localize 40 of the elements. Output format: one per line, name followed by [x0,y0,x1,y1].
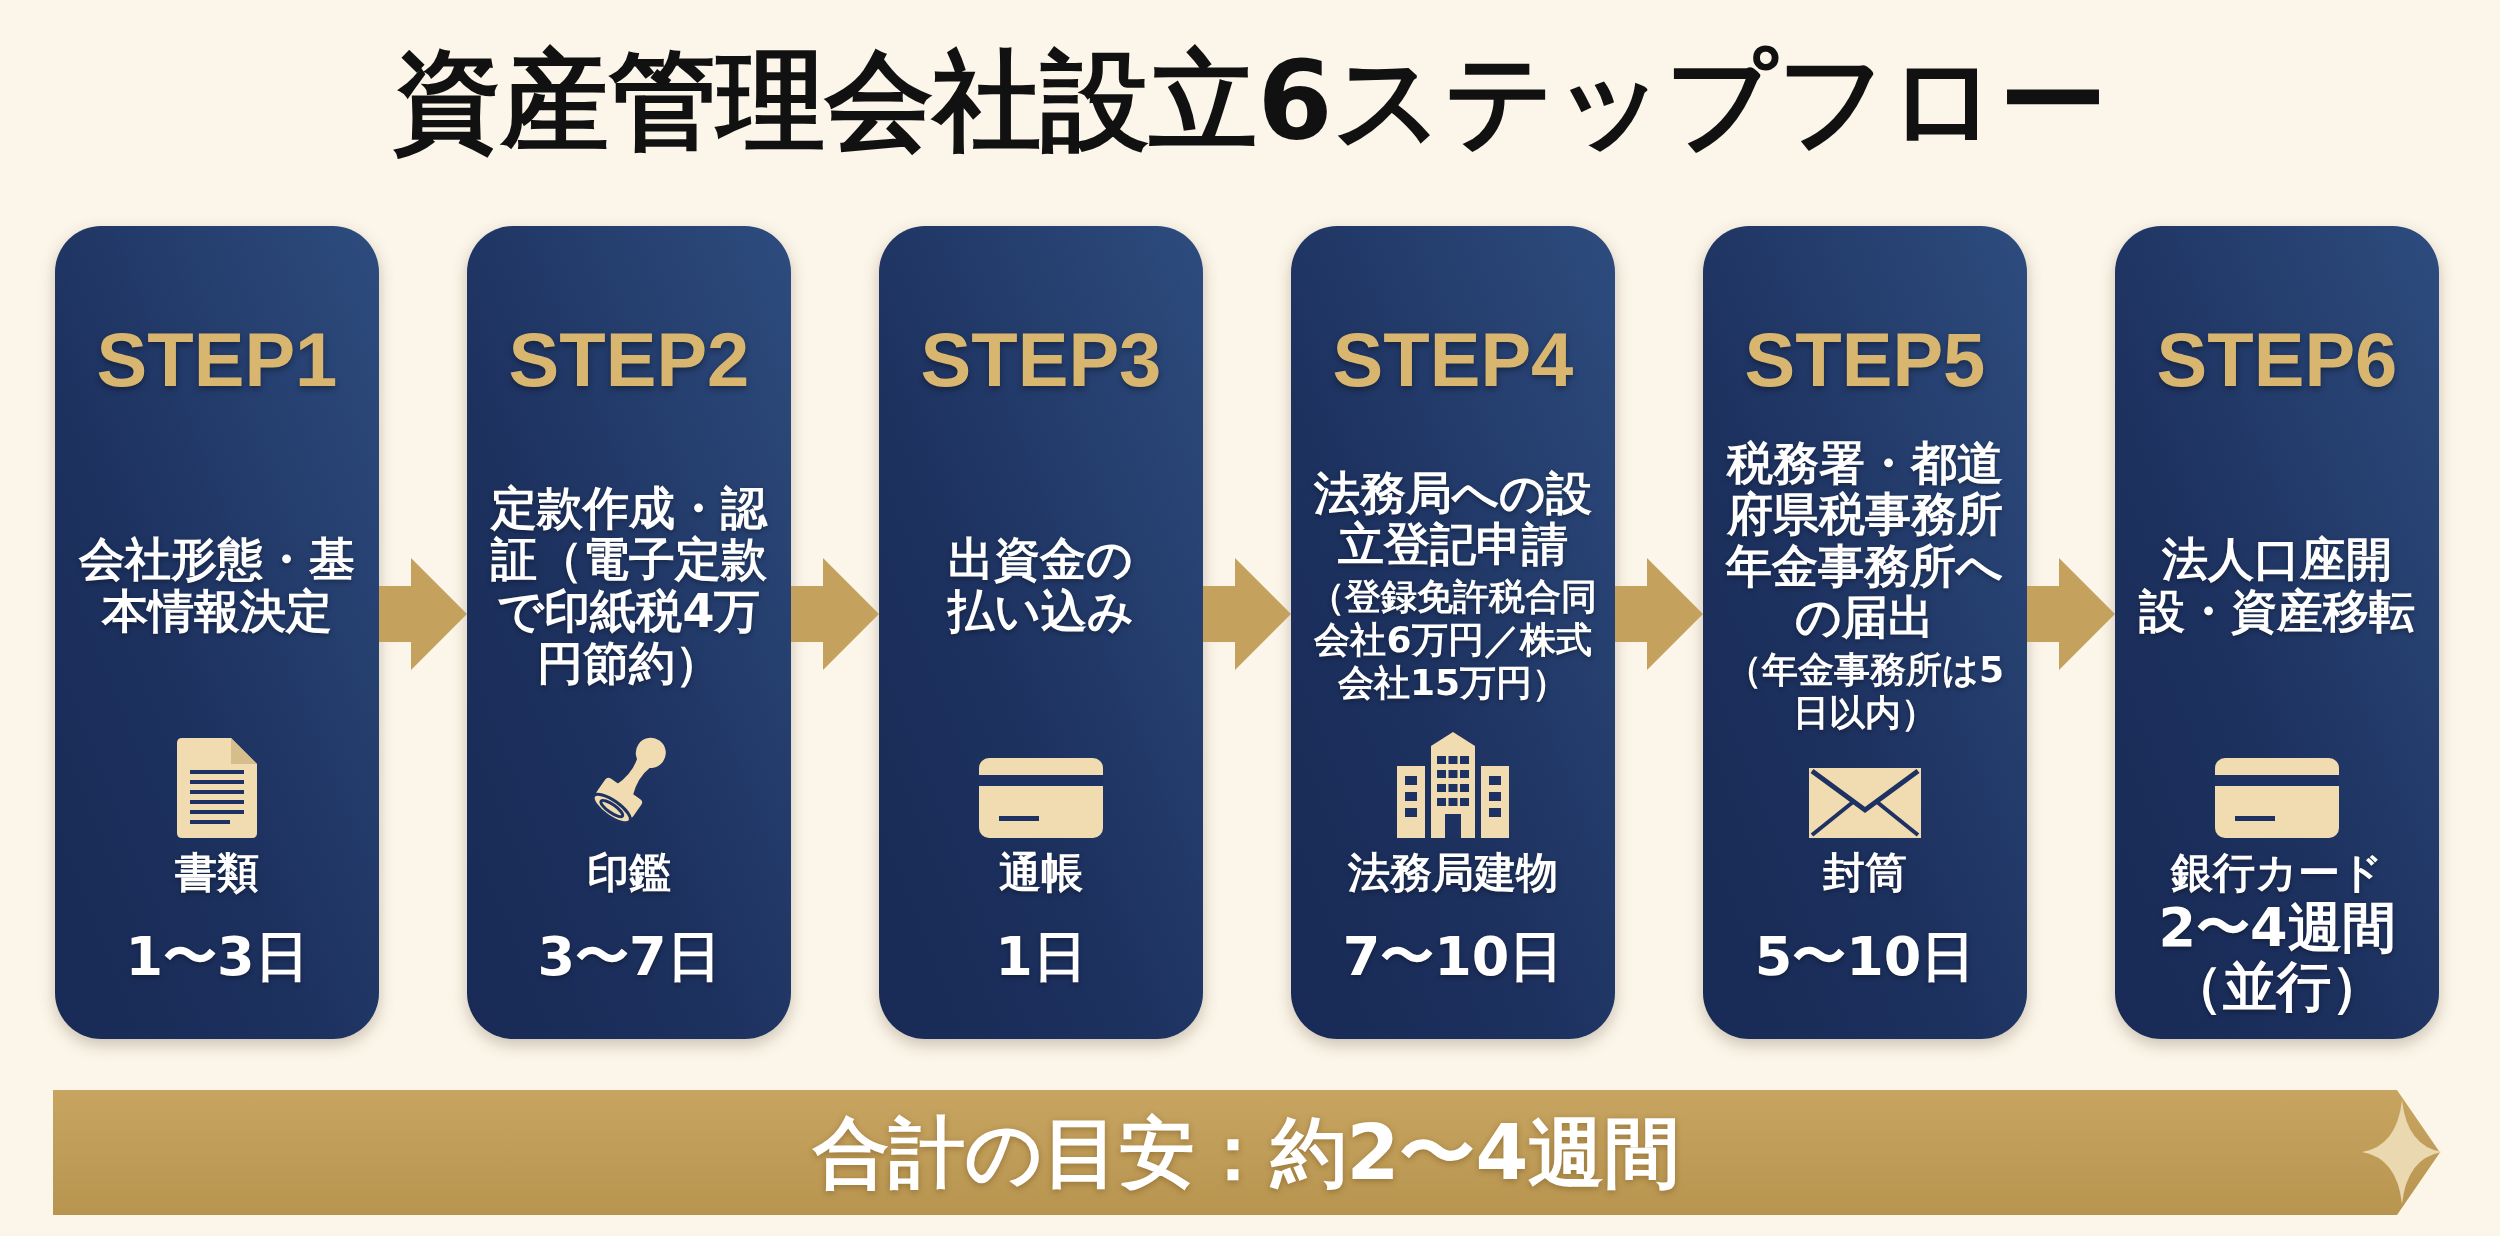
step-heading: STEP4 [1332,322,1574,398]
arrow [2027,558,2115,670]
arrow [1203,558,1291,670]
step-note: （登録免許税合同会社6万円／株式会社15万円） [1308,574,1598,705]
duration-text: 2〜4週間（並行） [2157,897,2397,1017]
icon-caption: 銀行カード [2171,850,2383,897]
duration-text: 1日 [995,927,1087,987]
step-heading: STEP5 [1744,322,1986,398]
step-heading: STEP3 [920,322,1162,398]
step-card [879,226,1203,1039]
step-description: 法人口座開設・資産移転 [2137,534,2416,638]
icon-caption: 法務局建物 [1348,850,1558,897]
step-description: 定款作成・認証（電子定款で印紙税4万円節約） [489,482,769,690]
step-heading: STEP6 [2156,322,2398,398]
icon-caption: 印鑑 [587,850,671,897]
duration-text: 7〜10日 [1342,927,1564,987]
title: 資産管理会社設立6ステップフロー [393,42,2107,161]
arrow [1615,558,1703,670]
duration-text: 3〜7日 [537,927,721,987]
arrow [379,558,467,670]
arrow [791,558,879,670]
icon-caption: 書類 [175,850,259,897]
banner-text: 合計の目安：約2〜4週間 [812,1110,1681,1195]
step-description: 出資金の払い込み [946,534,1135,638]
icon-caption: 通帳 [999,850,1083,897]
step-card [55,226,379,1039]
step-card [1703,226,2027,1039]
step-heading: STEP1 [96,322,338,398]
step-card [2115,226,2439,1039]
step-note: （年金事務所は5日以内） [1724,647,2006,735]
step-description: 法務局への設立登記申請 [1313,467,1593,571]
icon-caption: 封筒 [1823,850,1907,897]
step-card [467,226,791,1039]
duration-text: 1〜3日 [125,927,309,987]
step-description: 会社形態・基本情報決定 [77,534,356,638]
step-card [1291,226,1615,1039]
summary-banner [53,1090,2440,1215]
step-heading: STEP2 [508,322,750,398]
duration-text: 5〜10日 [1754,927,1976,987]
step-description: 税務署・都道府県税事務所年金事務所への届出 [1724,437,2005,644]
